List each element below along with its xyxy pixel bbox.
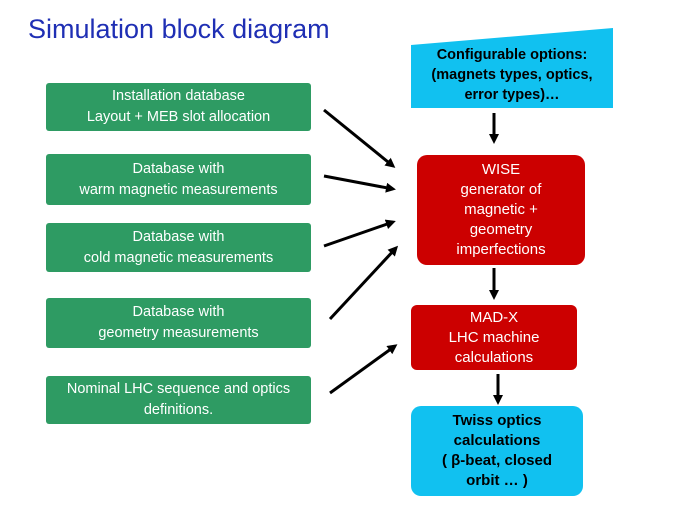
box-line: Configurable options:	[436, 47, 588, 63]
arrow-warm-to-wise	[323, 174, 396, 193]
box-line: Database with	[132, 304, 225, 320]
twiss-optics-box: Twiss optics calculations ( β-beat, clos…	[411, 406, 583, 496]
box-line: Twiss optics	[452, 412, 542, 429]
arrow-cold-to-wise	[323, 219, 396, 248]
box-line: WISE	[481, 161, 521, 178]
wise-generator-box: WISE generator of magnetic + geometry im…	[417, 155, 585, 265]
box-line: cold magnetic measurements	[83, 249, 274, 266]
arrow-nominal-to-madx	[329, 344, 398, 395]
arrow-geometry-to-wise	[328, 245, 399, 321]
box-line: magnetic +	[464, 201, 538, 218]
box-line: Database with	[132, 160, 225, 177]
box-line: error types)…	[464, 87, 560, 103]
box-line: geometry measurements	[98, 325, 259, 341]
geometry-measurements-box: Database with geometry measurements	[46, 298, 311, 348]
nominal-sequence-box: Nominal LHC sequence and optics definiti…	[46, 376, 311, 424]
box-line: generator of	[460, 181, 542, 198]
madx-box: MAD-X LHC machine calculations	[411, 305, 577, 370]
box-line: Nominal LHC sequence and optics	[66, 381, 291, 397]
box-line: definitions.	[143, 402, 214, 418]
box-line: MAD-X	[469, 308, 519, 326]
config-panel-shape	[411, 28, 613, 108]
box-line: calculations	[454, 348, 534, 366]
box-line: Layout + MEB slot allocation	[86, 109, 271, 125]
box-line: ( β-beat, closed	[441, 452, 552, 469]
configurable-options-box: Configurable options: (magnets types, op…	[411, 42, 613, 108]
box-line: imperfections	[456, 241, 546, 258]
box-line: LHC machine	[448, 328, 540, 346]
box-line: warm magnetic measurements	[79, 181, 278, 198]
box-line: (magnets types, optics,	[431, 67, 593, 83]
diagram-title: Simulation block diagram	[28, 14, 330, 44]
box-line: Installation database	[111, 88, 245, 104]
box-line: geometry	[469, 221, 533, 238]
arrow-installation-to-wise	[323, 108, 396, 168]
box-line: calculations	[453, 432, 541, 449]
box-line: Database with	[132, 228, 225, 245]
installation-database-box: Installation database Layout + MEB slot …	[46, 83, 311, 131]
cold-measurements-box: Database with cold magnetic measurements	[46, 223, 311, 272]
warm-measurements-box: Database with warm magnetic measurements	[46, 154, 311, 205]
box-line: orbit … )	[466, 472, 528, 489]
